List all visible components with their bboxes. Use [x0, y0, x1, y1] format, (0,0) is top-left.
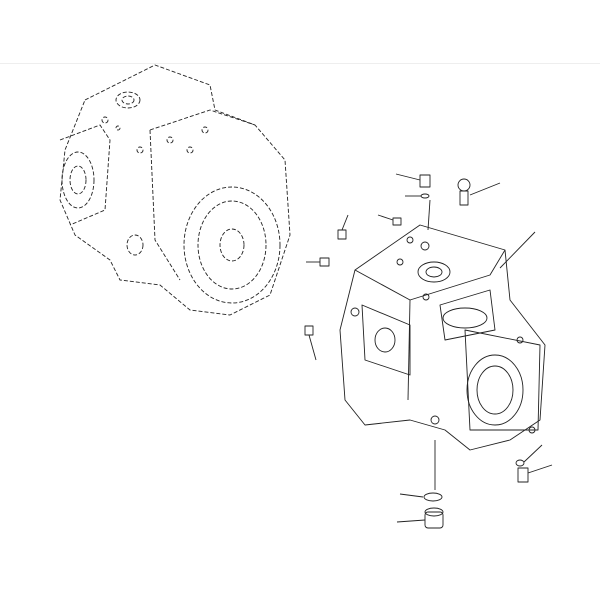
pump-body-drawing: [339, 224, 546, 451]
top-divider: [0, 63, 600, 64]
eyebolt-part: [459, 190, 469, 206]
small-parts: [304, 173, 553, 529]
plug-part: [419, 174, 431, 188]
assembled-pump-drawing: [59, 64, 291, 316]
